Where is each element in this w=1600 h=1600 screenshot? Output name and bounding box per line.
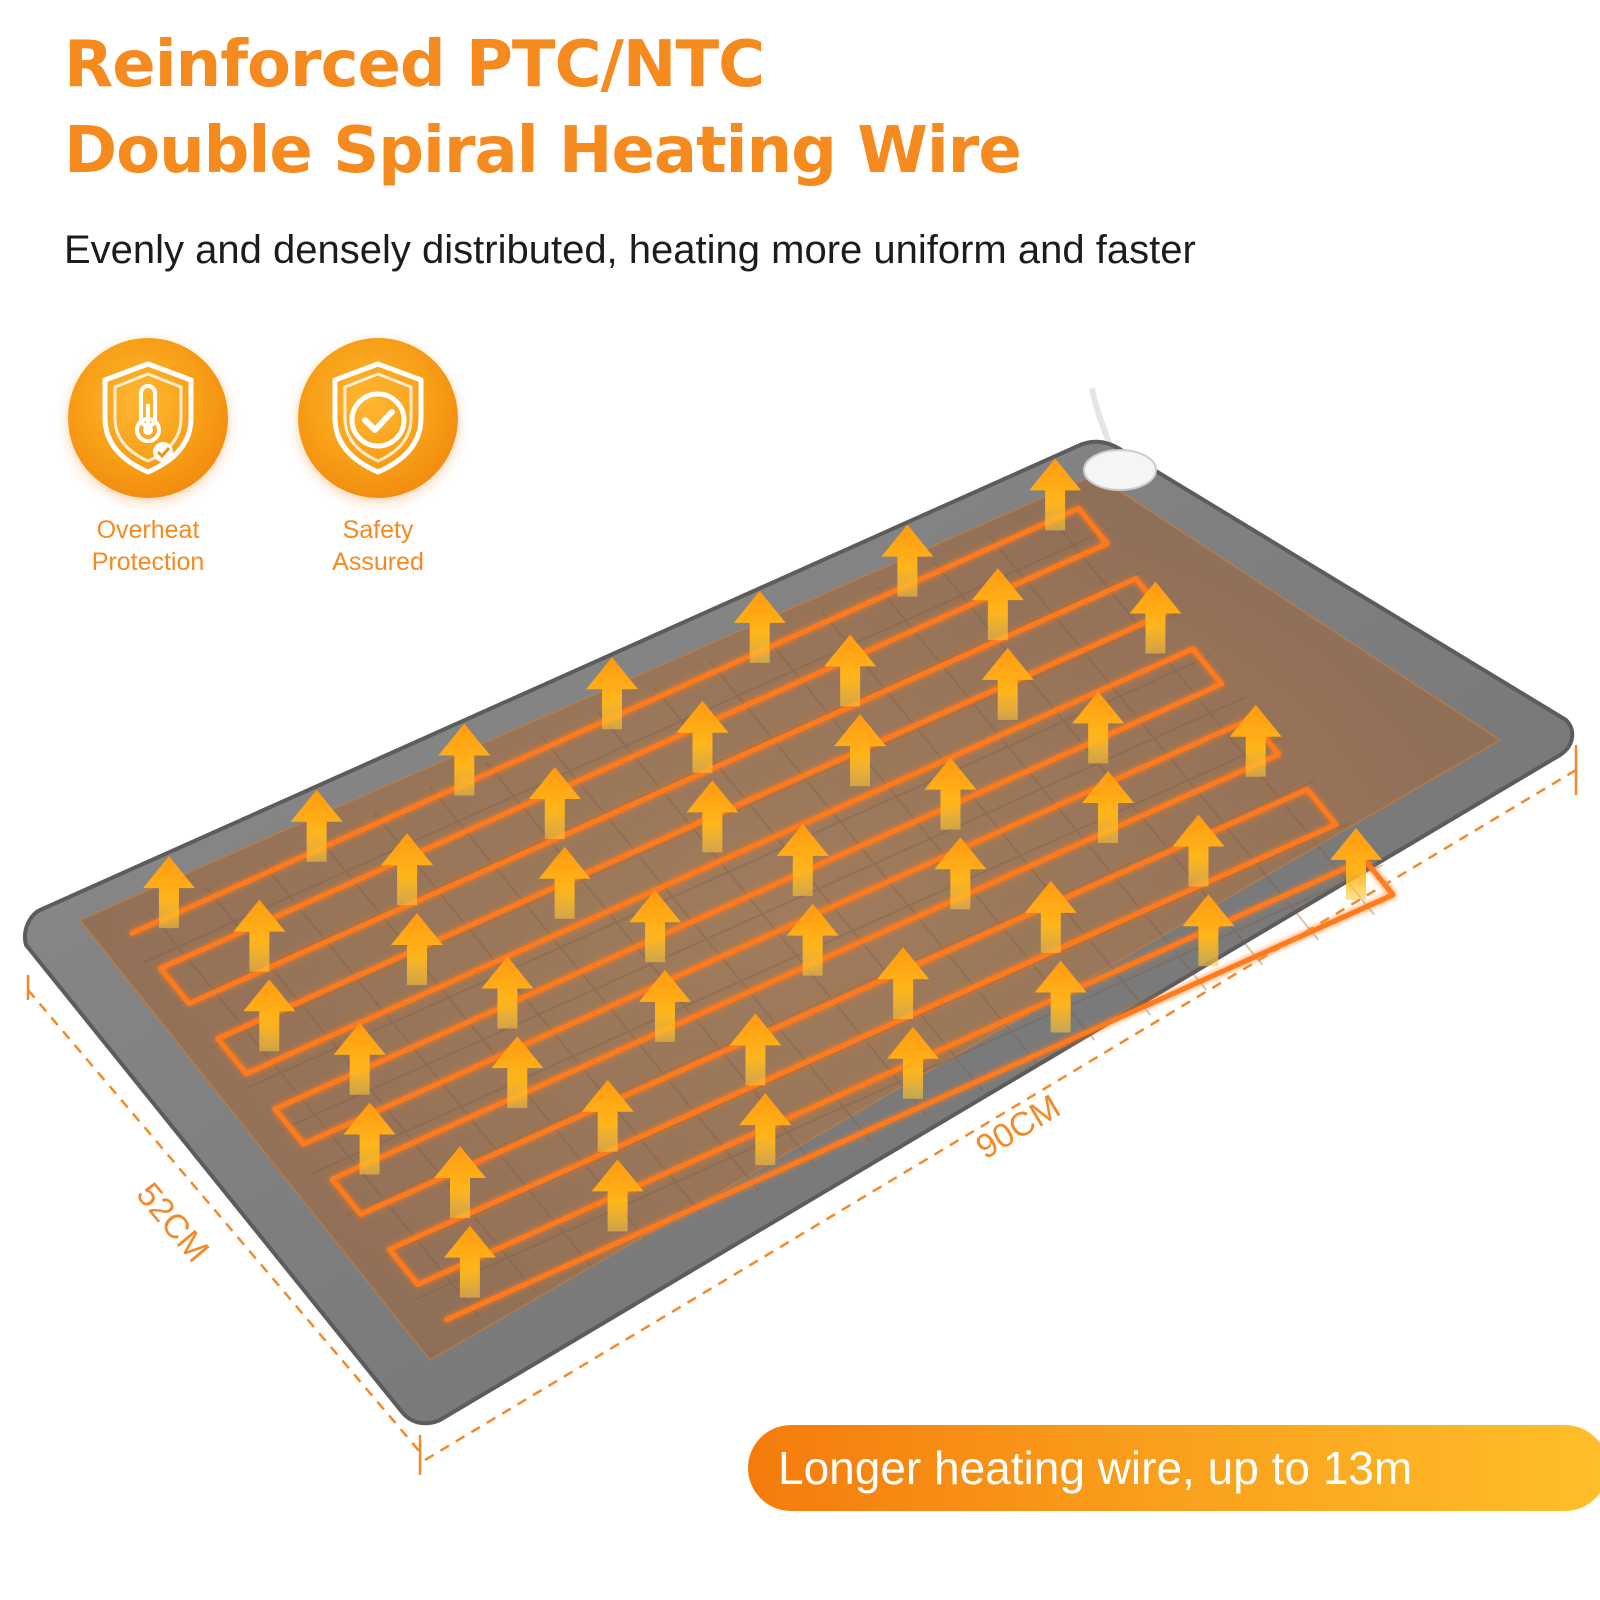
heat-arrow-icon: [1172, 814, 1225, 887]
subtitle: Evenly and densely distributed, heating …: [64, 228, 1196, 272]
heat-arrow-icon: [1082, 771, 1135, 844]
heat-arrow-icon: [434, 1146, 487, 1218]
connector-plug: [1083, 449, 1157, 491]
heat-arrow-icon: [538, 846, 591, 919]
heat-arrow-icon: [1129, 581, 1182, 654]
heat-arrow-icon: [343, 1102, 396, 1175]
heat-arrow-icon: [1034, 960, 1087, 1033]
pad-quilt-pattern: [141, 510, 1384, 1318]
heat-arrow-icon: [824, 634, 877, 707]
title-line-2: Double Spiral Heating Wire: [64, 114, 1022, 188]
shield-thermometer-icon: [68, 338, 228, 498]
heat-arrow-icon: [729, 1013, 782, 1086]
heat-arrow-icon: [629, 890, 682, 963]
heat-arrow-icon: [733, 590, 786, 663]
heat-arrow-icon: [881, 524, 934, 597]
heat-arrow-icon: [676, 700, 729, 773]
heat-arrow-icon: [1029, 458, 1082, 531]
heat-arrow-icon: [739, 1093, 792, 1166]
heat-arrow-icon: [934, 837, 987, 910]
callout-banner: Longer heating wire, up to 13m: [748, 1425, 1600, 1511]
heat-arrow-icon: [981, 647, 1034, 720]
heat-arrow-icon: [971, 568, 1024, 641]
heat-arrow-icon: [586, 657, 639, 730]
page-title: Reinforced PTC/NTC Double Spiral Heating…: [64, 22, 1022, 194]
dimension-width-label: 52CM: [129, 1176, 216, 1270]
heat-arrow-icon: [290, 789, 343, 862]
heat-arrow-icon: [1229, 704, 1282, 777]
heat-arrow-icon: [443, 1225, 496, 1298]
heat-arrow-icon: [438, 723, 491, 796]
heating-wire: [129, 505, 1396, 1323]
heat-arrow-icon: [243, 979, 296, 1052]
heat-arrow-icon: [481, 956, 534, 1029]
heat-arrow-icon: [381, 833, 434, 906]
heat-arrow-icon: [1182, 894, 1235, 967]
heat-arrow-icon: [638, 969, 691, 1042]
heat-arrow-icon: [591, 1159, 644, 1232]
heat-arrow-icon: [1024, 880, 1077, 953]
heat-arrow-icon: [686, 780, 739, 853]
heat-arrow-icon: [142, 856, 195, 929]
heat-arrow-icon: [776, 823, 829, 896]
dimension-width: [26, 975, 422, 1475]
heat-arrow-icon: [390, 912, 443, 985]
heat-arrow-icon: [886, 1026, 939, 1099]
heat-arrow-icon: [786, 903, 839, 976]
shield-check-icon: [298, 338, 458, 498]
heat-arrow-icon: [877, 947, 930, 1020]
heat-arrow-icon: [1330, 827, 1383, 900]
dimension-length: [424, 745, 1578, 1462]
callout-text: Longer heating wire, up to 13m: [778, 1442, 1413, 1494]
heat-arrow-icon: [333, 1022, 386, 1095]
heat-arrow-icon: [491, 1036, 544, 1109]
heat-arrow-icon: [1072, 691, 1125, 764]
title-line-1: Reinforced PTC/NTC: [64, 28, 765, 102]
heat-arrow-icon: [924, 757, 977, 830]
heat-arrow-icon: [581, 1079, 634, 1152]
dimension-length-label: 90CM: [970, 1088, 1067, 1167]
heat-arrow-icon: [528, 767, 581, 840]
heat-arrow-icon: [233, 899, 286, 972]
heat-arrows: [142, 458, 1383, 1298]
heat-arrow-icon: [834, 714, 887, 787]
